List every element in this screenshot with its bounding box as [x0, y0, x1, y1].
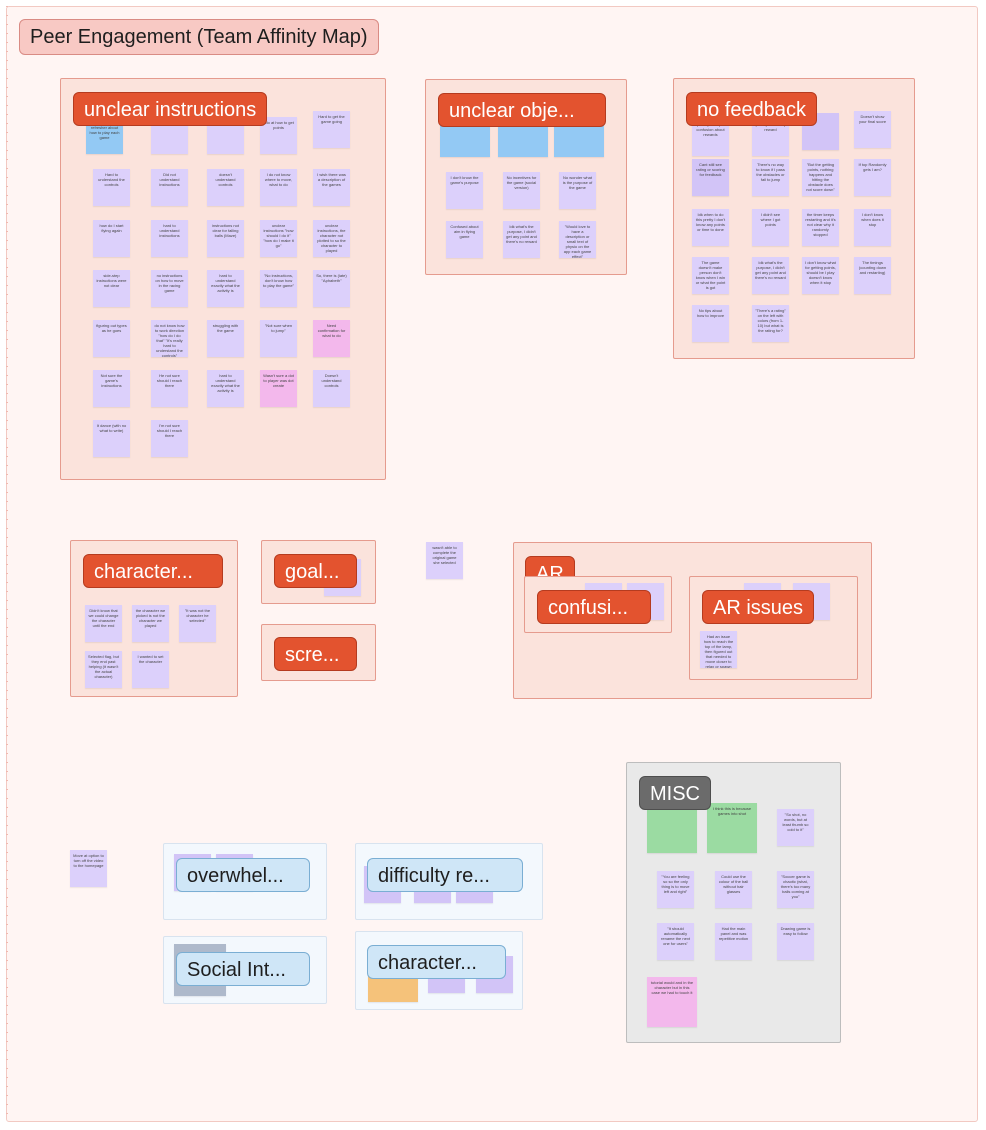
sticky-note[interactable]: I don't know what for getting points, sh… — [802, 257, 839, 294]
sticky-note[interactable]: hard to understand exactly what the acti… — [207, 270, 244, 307]
sticky-note[interactable]: hard to understand instructions — [151, 220, 188, 257]
section-unclear-objectives[interactable]: I don't know the game's purpose No incen… — [425, 79, 627, 275]
sticky-note[interactable]: how do I start flying again — [93, 220, 130, 257]
section-no-feedback[interactable]: point (to win) a confusion about rewards… — [673, 78, 915, 359]
sticky-note[interactable]: Had an issue how to reach the top of the… — [700, 631, 737, 668]
section-misc[interactable]: I think this is because games into shot … — [626, 762, 841, 1043]
sticky-note[interactable]: "You are feeling so so the only thing is… — [657, 871, 694, 908]
sticky-note-loose[interactable]: Move at option to turn off the video to … — [70, 850, 107, 887]
sticky-note[interactable]: doesn't understand controls — [207, 169, 244, 206]
sticky-note[interactable]: I'm not sure should I reach there — [151, 420, 188, 457]
sticky-note[interactable]: I wish there was a description of the ga… — [313, 169, 350, 206]
sticky-note[interactable]: "Would love to have a description or sma… — [559, 221, 596, 258]
sticky-note[interactable]: There's no way to know if I pass the obs… — [752, 159, 789, 196]
section-unclear-instructions[interactable]: didn't need a refresher about how to pla… — [60, 78, 386, 480]
section-character-2[interactable]: character... — [355, 931, 523, 1010]
sticky-note[interactable]: figuring out types as he goes — [93, 320, 130, 357]
sticky-note[interactable] — [647, 803, 697, 853]
sticky-note[interactable]: Not sure the game's instructions — [93, 370, 130, 407]
sticky-note[interactable]: I didn't see where I got points — [752, 209, 789, 246]
sticky-note[interactable]: Doesn't understand controls — [313, 370, 350, 407]
subsection-ar-issues[interactable]: Had an issue how to reach the top of the… — [689, 576, 858, 680]
section-label-overwhelmed[interactable]: overwhel... — [176, 858, 310, 892]
sticky-note[interactable]: side-step instructions were not clear — [93, 270, 130, 307]
sticky-note[interactable]: instructions not clear for falling balls… — [207, 220, 244, 257]
sticky-note[interactable]: He not sure should I reach there — [151, 370, 188, 407]
sticky-note[interactable]: the character we picked is not the chara… — [132, 605, 169, 642]
sticky-note[interactable]: I wanted to set the character — [132, 651, 169, 688]
section-label-difficulty[interactable]: difficulty re... — [367, 858, 523, 892]
section-character[interactable]: Didn't know that we could change the cha… — [70, 540, 238, 697]
section-label-misc[interactable]: MISC — [639, 776, 711, 810]
board-edge-dots — [6, 6, 8, 1122]
sticky-note[interactable]: If top Randomly gets I am? — [854, 159, 891, 196]
section-overwhelmed[interactable]: overwhel... — [163, 843, 327, 920]
sticky-note[interactable]: No incentives for the game (social versi… — [503, 172, 540, 209]
sticky-note[interactable]: "So shot, no words, but at least thumb s… — [777, 809, 814, 846]
board-title[interactable]: Peer Engagement (Team Affinity Map) — [19, 19, 379, 55]
sticky-note[interactable]: unclear instructions, the character not … — [313, 220, 350, 257]
sticky-note[interactable]: I don't know the game's purpose — [446, 172, 483, 209]
sticky-note[interactable]: Drawing game is easy to follow — [777, 923, 814, 960]
sticky-note[interactable]: "No instructions, don't know how to play… — [260, 270, 297, 307]
section-ar[interactable]: AR confusi... Had an issue how to reach … — [513, 542, 872, 699]
sticky-note[interactable]: I do at how to get points — [260, 117, 297, 154]
sticky-note[interactable]: It dance (with no what to write) — [93, 420, 130, 457]
sticky-note[interactable]: Had the main panel and was repetitive mo… — [715, 923, 752, 960]
section-goal[interactable]: goal... — [261, 540, 376, 604]
sticky-note[interactable]: do not know how to work direction "how d… — [151, 320, 188, 357]
sticky-note[interactable]: "There's a rating" on the left with colo… — [752, 305, 789, 342]
sticky-note-loose[interactable]: wasn't able to complete the original gam… — [426, 542, 463, 579]
sticky-note[interactable]: Cant still see rating or scoring for fee… — [692, 159, 729, 196]
section-label-unclear-objectives[interactable]: unclear obje... — [438, 93, 606, 127]
sticky-note[interactable]: Wasn't sure a dot to player was dot crea… — [260, 370, 297, 407]
section-difficulty[interactable]: difficulty re... — [355, 843, 543, 920]
sticky-note[interactable]: Need confirmation for what to do — [313, 320, 350, 357]
section-label-character[interactable]: character... — [83, 554, 223, 588]
sticky-note[interactable]: I think this is because games into shot — [707, 803, 757, 853]
sticky-note[interactable]: Idk what's the purpose, I didn't get any… — [503, 221, 540, 258]
sticky-note[interactable]: So, there is (late) "Aphabeth" — [313, 270, 350, 307]
sticky-note[interactable]: Hard to get the game going — [313, 111, 350, 148]
sticky-note[interactable]: No wonder what is the purpose of the gam… — [559, 172, 596, 209]
section-label-unclear-instructions[interactable]: unclear instructions — [73, 92, 268, 126]
sticky-note[interactable]: I don't know when does it stop — [854, 209, 891, 246]
sticky-note[interactable]: Idk when to do this pretty I don't know … — [692, 209, 729, 246]
sticky-note[interactable]: "Not sure when to jump" — [260, 320, 297, 357]
sticky-note[interactable]: Could use the colour of the ball without… — [715, 871, 752, 908]
sticky-note[interactable]: I do not know where to move, what to do — [260, 169, 297, 206]
sticky-note[interactable]: The timings (counting down and restartin… — [854, 257, 891, 294]
sticky-note[interactable]: "It was not the character he selected" — [179, 605, 216, 642]
sticky-note[interactable]: The game doesn't make person don't know … — [692, 257, 729, 294]
subsection-confusion[interactable]: confusi... — [524, 576, 672, 633]
section-label-ar-issues[interactable]: AR issues — [702, 590, 815, 624]
sticky-note[interactable]: No tips about how to improve — [692, 305, 729, 342]
section-social-interaction[interactable]: Social Int... — [163, 936, 327, 1004]
sticky-note[interactable]: tutorial would and in the character but … — [647, 977, 697, 1027]
section-label-confusion[interactable]: confusi... — [537, 590, 651, 624]
sticky-note[interactable]: Hard to understand the controls — [93, 169, 130, 206]
sticky-note[interactable]: no instructions on how to move in the ra… — [151, 270, 188, 307]
sticky-note[interactable]: "But the getting points, nothing happens… — [802, 159, 839, 196]
section-label-goal[interactable]: goal... — [274, 554, 357, 588]
section-label-social-interaction[interactable]: Social Int... — [176, 952, 310, 986]
sticky-note[interactable]: hard to understand exactly what the acti… — [207, 370, 244, 407]
sticky-note[interactable]: Idk what's the purpose, I didn't get any… — [752, 257, 789, 294]
sticky-note[interactable]: Doesn't show your final score — [854, 111, 891, 148]
section-label-no-feedback[interactable]: no feedback — [686, 92, 817, 126]
sticky-note[interactable]: "It should automatically rename the next… — [657, 923, 694, 960]
sticky-note[interactable]: "Soccer game is chaotic (what, there's t… — [777, 871, 814, 908]
sticky-note[interactable]: Selected flag, but they end past helping… — [85, 651, 122, 688]
sticky-note[interactable]: struggling with the game — [207, 320, 244, 357]
section-label-character-2[interactable]: character... — [367, 945, 506, 979]
section-label-screen[interactable]: scre... — [274, 637, 357, 671]
sticky-note[interactable]: Did not understand instructions — [151, 169, 188, 206]
section-screen[interactable]: scre... — [261, 624, 376, 681]
sticky-note[interactable]: the timer keeps restarting and it's not … — [802, 209, 839, 246]
sticky-note[interactable]: unclear instructions "how should I do it… — [260, 220, 297, 257]
sticky-note[interactable]: Confused about aim in flying game — [446, 221, 483, 258]
sticky-note[interactable]: Didn't know that we could change the cha… — [85, 605, 122, 642]
